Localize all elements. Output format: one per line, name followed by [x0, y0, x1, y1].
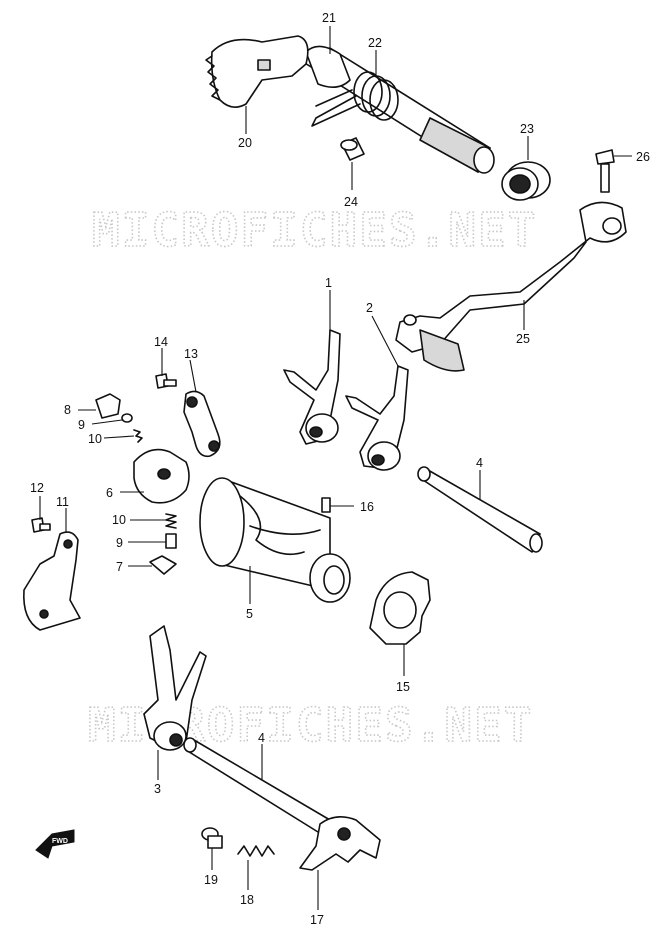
- part-bolt-12: [31, 517, 51, 533]
- callout-26: 26: [636, 150, 650, 164]
- part-bolt-14: [155, 373, 177, 389]
- part-bolt-19: [201, 827, 223, 849]
- callout-9-lower: 9: [116, 536, 123, 550]
- part-shift-fork-1: [283, 329, 341, 445]
- fwd-arrow-icon: FWD: [35, 829, 75, 859]
- part-pin-9-lower: [165, 533, 177, 549]
- part-oil-seal: [501, 161, 551, 201]
- part-shift-fork-3: [143, 625, 207, 751]
- callout-13: 13: [184, 347, 198, 361]
- part-lever-bolt: [595, 149, 615, 193]
- part-pin-9-upper: [121, 413, 133, 423]
- callout-17: 17: [310, 913, 324, 927]
- callout-20: 20: [238, 136, 252, 150]
- callout-25: 25: [516, 332, 530, 346]
- callout-10-lower: 10: [112, 513, 126, 527]
- callout-5: 5: [246, 607, 253, 621]
- part-spring-10-upper: [133, 429, 143, 443]
- callout-23: 23: [520, 122, 534, 136]
- callout-21: 21: [322, 11, 336, 25]
- part-stopper-8: [95, 393, 121, 419]
- callout-2: 2: [366, 301, 373, 315]
- callout-labels: 21 22 20 23 26 24 25 1 2 14 13 8 9 10 4 …: [30, 11, 650, 927]
- callout-12: 12: [30, 481, 44, 495]
- callout-14: 14: [154, 335, 168, 349]
- callout-19: 19: [204, 873, 218, 887]
- part-gearshift-lever: [395, 201, 627, 372]
- part-cam-gear-15: [369, 571, 431, 645]
- part-fork-shaft-upper: [417, 466, 543, 553]
- part-shift-fork-2: [345, 365, 409, 471]
- callout-22: 22: [368, 36, 382, 50]
- part-spring-10-lower: [165, 513, 177, 529]
- callout-7: 7: [116, 560, 123, 574]
- callout-6: 6: [106, 486, 113, 500]
- callout-4-upper: 4: [476, 456, 483, 470]
- callout-11: 11: [56, 495, 69, 509]
- part-fork-shaft-lower: [183, 737, 331, 833]
- callout-9-upper: 9: [78, 418, 85, 432]
- part-cam-6: [133, 448, 190, 504]
- callout-16: 16: [360, 500, 374, 514]
- part-pin-16: [321, 497, 331, 513]
- part-plate-13: [183, 390, 221, 458]
- part-shift-drum-5: [199, 477, 351, 603]
- part-stopper-plate-11: [23, 531, 81, 631]
- fwd-label: FWD: [52, 838, 68, 845]
- callout-15: 15: [396, 680, 410, 694]
- part-return-spring: [311, 71, 399, 127]
- watermark-top: MICROFICHES.NET: [92, 203, 537, 257]
- part-stopper-bolt: [340, 137, 365, 161]
- part-gearshift-shaft: [205, 35, 495, 174]
- callout-24: 24: [344, 195, 358, 209]
- callout-1: 1: [325, 276, 332, 290]
- part-lever-17: [299, 816, 381, 871]
- callout-4-lower: 4: [258, 731, 265, 745]
- callout-10-upper: 10: [88, 432, 102, 446]
- callout-3: 3: [154, 782, 161, 796]
- leader-lines: [39, 26, 632, 910]
- part-stopper-7: [149, 555, 177, 575]
- callout-18: 18: [240, 893, 254, 907]
- part-spring-18: [237, 845, 275, 857]
- callout-8: 8: [64, 403, 71, 417]
